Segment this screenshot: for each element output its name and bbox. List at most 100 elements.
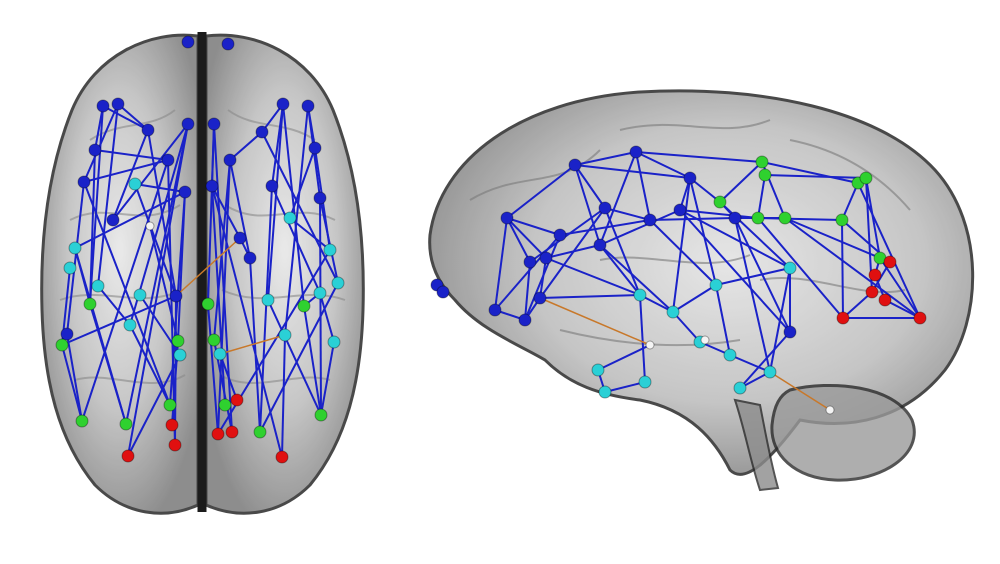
axial-node — [323, 243, 337, 257]
axial-connection — [259, 282, 339, 433]
sagittal-connection — [599, 244, 641, 296]
axial-node — [221, 37, 235, 51]
sagittal-node — [643, 213, 657, 227]
sagittal-node — [723, 348, 737, 362]
axial-node — [128, 177, 142, 191]
sagittal-connection — [689, 177, 721, 203]
axial-node — [173, 348, 187, 362]
sagittal-connection — [494, 217, 508, 311]
sagittal-node — [629, 145, 643, 159]
sagittal-connection — [672, 311, 701, 343]
axial-node — [106, 213, 120, 227]
axial-connection — [281, 334, 286, 458]
axial-connection — [129, 324, 171, 406]
sagittal-node — [859, 171, 873, 185]
sagittal-node — [709, 278, 723, 292]
sagittal-node — [436, 285, 450, 299]
axial-node — [181, 117, 195, 131]
sagittal-connection — [719, 161, 763, 203]
sagittal-connection — [842, 291, 873, 319]
sagittal-connection — [757, 217, 843, 221]
sagittal-connection — [719, 201, 791, 269]
axial-node — [218, 398, 232, 412]
axial-node — [207, 333, 221, 347]
axial-node — [181, 35, 195, 49]
axial-node — [230, 393, 244, 407]
axial-node — [171, 334, 185, 348]
sagittal-connection — [639, 294, 646, 383]
axial-node — [211, 427, 225, 441]
axial-node — [60, 327, 74, 341]
sagittal-node — [500, 211, 514, 225]
axial-node — [77, 175, 91, 189]
axial-node — [121, 449, 135, 463]
axial-connection — [83, 181, 171, 406]
axial-connection — [89, 149, 96, 305]
axial-connection — [271, 185, 321, 294]
axial-connection — [149, 225, 179, 342]
axial-node — [111, 97, 125, 111]
axial-connection — [66, 333, 83, 422]
sagittal-node — [673, 203, 687, 217]
axial-connection — [134, 183, 177, 297]
sagittal-node — [683, 171, 697, 185]
axial-connection — [207, 123, 215, 305]
axial-node — [88, 143, 102, 157]
axial-connection — [127, 123, 189, 457]
sagittal-connection — [679, 209, 791, 333]
axial-connection — [303, 305, 322, 416]
sagittal-connection — [757, 174, 766, 219]
axial-node — [55, 338, 69, 352]
axial-connection — [213, 123, 233, 433]
axial-node — [133, 288, 147, 302]
axial-node — [123, 318, 137, 332]
axial-connection — [61, 295, 177, 346]
axial-connection — [66, 181, 85, 335]
sagittal-connection — [574, 151, 637, 166]
axial-node — [169, 289, 183, 303]
sagittal-connection — [679, 209, 791, 269]
sagittal-node — [591, 363, 605, 377]
sagittal-node — [598, 201, 612, 215]
sagittal-connection — [672, 284, 717, 313]
sagittal-node — [733, 381, 747, 395]
axial-connection — [284, 105, 309, 336]
axial-connection-orange — [219, 334, 286, 355]
sagittal-connection — [524, 234, 561, 321]
axial-connection — [127, 354, 181, 457]
axial-connection — [89, 105, 104, 305]
sagittal-node — [518, 313, 532, 327]
axial-node — [119, 417, 133, 431]
axial-connection — [61, 344, 83, 422]
axial-connection — [282, 103, 305, 307]
sagittal-connection — [841, 182, 859, 221]
sagittal-connection — [494, 234, 561, 311]
sagittal-connection — [604, 207, 641, 296]
sagittal-connection — [545, 257, 641, 296]
axial-connection — [74, 247, 127, 425]
axial-node — [213, 347, 227, 361]
axial-connection — [217, 159, 231, 435]
axial-node — [163, 398, 177, 412]
sagittal-connection — [679, 209, 759, 219]
sagittal-connection — [879, 257, 921, 319]
axial-node — [75, 414, 89, 428]
sagittal-brain-view — [428, 89, 975, 492]
sagittal-connection — [649, 219, 717, 286]
sagittal-connection — [574, 164, 606, 209]
sagittal-node — [645, 340, 655, 350]
sagittal-connection — [635, 151, 691, 179]
axial-connection — [320, 341, 335, 416]
axial-brain-view — [40, 32, 365, 515]
axial-connection — [267, 299, 322, 416]
axial-node — [301, 99, 315, 113]
axial-node — [83, 297, 97, 311]
axial-connection — [249, 257, 261, 433]
axial-connection — [94, 149, 169, 161]
sagittal-node — [758, 168, 772, 182]
axial-node — [223, 153, 237, 167]
sagittal-connection — [506, 164, 576, 219]
sagittal-node — [865, 285, 879, 299]
axial-node — [168, 438, 182, 452]
sagittal-connection — [739, 331, 791, 389]
